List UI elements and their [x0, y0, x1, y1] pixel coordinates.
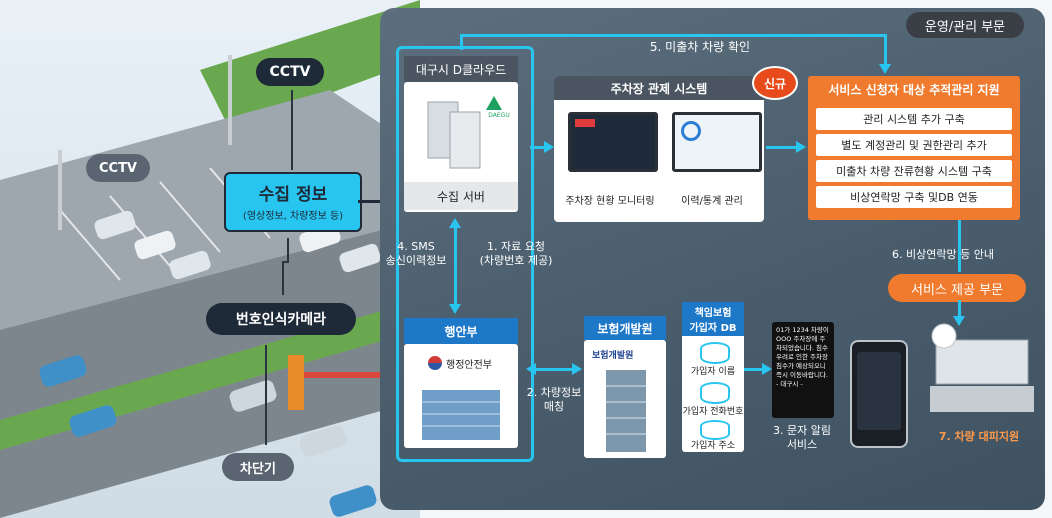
service-item-4: 비상연락망 구축 및DB 연동: [816, 186, 1012, 208]
collect-info-box: 수집 정보 (영상정보, 차량정보 등): [224, 172, 362, 232]
collect-info-title: 수집 정보: [226, 180, 360, 205]
db-item-2: 가입자 전화번호: [674, 404, 752, 417]
ministry-building-icon: [418, 378, 504, 442]
service-item-2: 별도 계정관리 및 권한관리 추가: [816, 134, 1012, 156]
control-room-icon: [922, 322, 1038, 428]
step3-line1: 3. 문자 알림: [756, 424, 848, 438]
step1-label: 1. 자료 요청 (차량번호 제공): [468, 240, 564, 268]
service-section-label: 서비스 제공 부문: [888, 274, 1026, 302]
service-item-3: 미출차 차량 잔류현황 시스템 구축: [816, 160, 1012, 182]
step4-label: 4. SMS 송신이력정보: [380, 240, 452, 268]
step4-arrow-head: [449, 218, 461, 228]
collect-server-label: 수집 서버: [404, 182, 518, 210]
daegu-logo-text: DAEGU: [484, 112, 514, 119]
parking-service-arrow: [796, 141, 806, 153]
insurance-building-icon: [598, 366, 654, 454]
stats-monitor-label: 이력/통계 관리: [660, 192, 764, 207]
db-item-1: 가입자 이름: [682, 364, 744, 377]
step5-line-right: [884, 34, 887, 66]
db-item-3: 가입자 주소: [682, 438, 744, 451]
ministry-header: 행안부: [404, 318, 518, 344]
step2-line1: 2. 차량정보: [526, 386, 582, 400]
sms-message: 01가 1234 차량이 OOO 주차장에 주차되었습니다. 침수 우려로 인한…: [772, 322, 834, 418]
step5-line: [460, 34, 886, 37]
step1-arrow-head: [449, 304, 461, 314]
new-badge: 신규: [752, 66, 798, 100]
step3-arrow-head: [762, 363, 772, 375]
step4-line1: 4. SMS: [380, 240, 452, 254]
parking-system-panel: 주차장 관제 시스템 주차장 현황 모니터링 이력/통계 관리: [554, 76, 764, 222]
step1-line2: (차량번호 제공): [468, 254, 564, 268]
insurance-db-panel: 책임보험 가입자 DB 가입자 이름 가입자 전화번호 가입자 주소: [682, 302, 744, 452]
step2-arrow-right: [572, 363, 582, 375]
cctv-top-label: CCTV: [256, 58, 324, 86]
step2-label: 2. 차량정보 매칭: [526, 386, 582, 414]
parking-service-line: [766, 146, 798, 149]
step6-label: 6. 비상연락망 등 안내: [868, 248, 1018, 262]
cloud-header: 대구시 D클라우드: [404, 56, 518, 82]
cloud-body: DAEGU 수집 서버: [404, 82, 518, 212]
service-item-1: 관리 시스템 추가 구축: [816, 108, 1012, 130]
parking-illustration: [0, 0, 420, 518]
collect-info-sub: (영상정보, 차량정보 등): [226, 207, 360, 222]
service-tracking-title: 서비스 신청자 대상 추적관리 지원: [808, 76, 1020, 102]
db-icon-3: [700, 420, 730, 440]
ministry-body: 행정안전부: [404, 344, 518, 448]
step4-line2: 송신이력정보: [380, 254, 452, 268]
ministry-logo-text: 행정안전부: [446, 356, 492, 371]
step7-label: 7. 차량 대피지원: [924, 430, 1034, 444]
insurance-db-header: 책임보험 가입자 DB: [682, 302, 744, 336]
cctv-left-label: CCTV: [86, 154, 150, 182]
plate-camera-label: 번호인식카메라: [206, 303, 356, 335]
cloud-title: 대구시 D클라우드: [404, 56, 518, 82]
insurance-db-title2: 가입자 DB: [682, 319, 744, 334]
server-icon: [404, 82, 518, 182]
step5-label: 5. 미출차 차량 확인: [630, 40, 770, 54]
step1-4-line: [454, 226, 457, 306]
step3-label: 3. 문자 알림 서비스: [756, 424, 848, 452]
db-icon-1: [700, 342, 730, 364]
insurance-body: 보험개발원: [584, 340, 666, 458]
parking-scene: CCTV CCTV 수집 정보 (영상정보, 차량정보 등) 번호인식카메라 차…: [0, 0, 420, 518]
stats-monitor-screen: [672, 112, 762, 172]
smartphone-icon: [850, 340, 908, 448]
step2-arrow-left: [526, 363, 536, 375]
parking-monitor-label: 주차장 현황 모니터링: [554, 192, 666, 207]
step3-line: [744, 368, 764, 371]
ministry-title: 행안부: [404, 318, 518, 344]
step6-line: [958, 220, 961, 272]
step5-arrow-head: [879, 64, 891, 74]
step3-line2: 서비스: [756, 438, 848, 452]
insurance-logo-text: 보험개발원: [592, 348, 633, 361]
cloud-parking-arrow: [544, 141, 554, 153]
step2-line2: 매칭: [526, 400, 582, 414]
ministry-emblem-icon: [428, 356, 442, 370]
parking-system-title: 주차장 관제 시스템: [554, 76, 764, 100]
parking-monitor-screen: [568, 112, 658, 172]
step6-arrow-head: [953, 316, 965, 326]
ops-section-label: 운영/관리 부문: [906, 12, 1024, 38]
barrier-label: 차단기: [222, 453, 294, 481]
service-tracking-panel: 서비스 신청자 대상 추적관리 지원 관리 시스템 추가 구축 별도 계정관리 …: [808, 76, 1020, 220]
insurance-db-title1: 책임보험: [682, 304, 744, 319]
step2-line: [534, 368, 574, 371]
step1-line1: 1. 자료 요청: [468, 240, 564, 254]
insurance-title: 보험개발원: [584, 316, 666, 340]
insurance-header: 보험개발원: [584, 316, 666, 340]
db-icon-2: [700, 382, 730, 404]
